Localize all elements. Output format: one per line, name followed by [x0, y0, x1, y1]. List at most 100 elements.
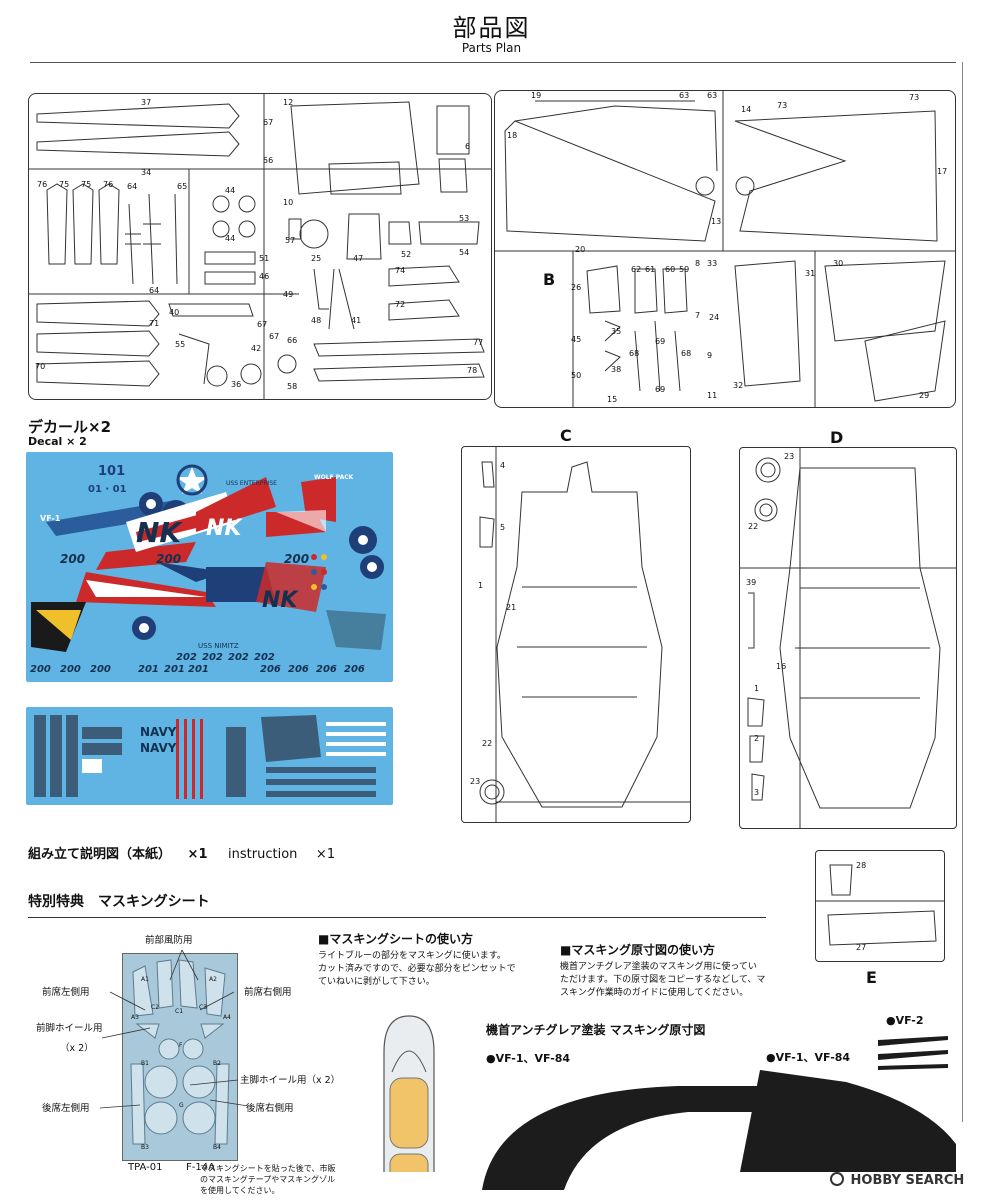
part-46: 46: [259, 272, 270, 281]
template-usage-body: 機首アンチグレア塗装のマスキング用に使ってい ただけます。下の原寸図をコピーする…: [560, 961, 765, 1000]
mask-a2: A2: [209, 976, 217, 983]
title-rule: [30, 62, 956, 63]
bonus-title: 特別特典 マスキングシート: [28, 894, 210, 910]
part-8: 8: [695, 259, 701, 268]
title-en: Parts Plan: [461, 41, 522, 55]
part-c1: 1: [478, 581, 484, 590]
sprue-e-frame: 28 27: [815, 850, 945, 962]
part-56: 56: [263, 156, 274, 165]
part-11: 11: [707, 391, 718, 400]
part-61: 61: [645, 265, 656, 274]
part-51: 51: [259, 254, 270, 263]
variant-left: ●VF-1、VF-84: [486, 1052, 571, 1065]
label-front-canopy: 前部風防用: [145, 935, 193, 946]
part-c23: 23: [470, 777, 481, 786]
decal-202-c: 202: [228, 652, 249, 663]
decal-sheet-1-art: [31, 464, 386, 652]
part-d39: 39: [746, 578, 757, 587]
part-54: 54: [459, 248, 470, 257]
part-67b: 67: [257, 320, 268, 329]
masking-sheet-art: [130, 959, 230, 1145]
part-d2: 2: [754, 734, 760, 743]
sprue-d-drawing: [740, 448, 956, 828]
mask-f: F: [179, 1042, 183, 1049]
sprue-b-frame: 19 63 63 73 73 18 14 17 13 20 26 62 61 6…: [494, 90, 956, 408]
decal-vf1: VF-1: [40, 514, 61, 523]
part-73b: 73: [909, 93, 920, 102]
part-64b: 64: [149, 286, 160, 295]
mask-a1: A1: [141, 976, 149, 983]
part-d16: 16: [776, 662, 787, 671]
watermark-text: HOBBY SEARCH: [850, 1173, 965, 1188]
mask-c2: C2: [151, 1004, 160, 1011]
part-38: 38: [611, 365, 622, 374]
decal-206-c: 206: [316, 664, 337, 675]
instruction-jp-count: ×1: [187, 847, 208, 862]
usage-line-2: カット済みですので、必要な部分をピンセットで: [318, 964, 516, 974]
template-line-2: ただけます。下の原寸図をコピーするなどして、マ: [560, 975, 766, 985]
part-75: 75: [59, 180, 70, 189]
part-10: 10: [283, 198, 294, 207]
after-note-1: マスキングシートを貼った後で、市販: [200, 1164, 336, 1173]
mask-b4: B4: [213, 1144, 221, 1151]
part-45: 45: [571, 335, 582, 344]
decal-sheet-1: 101 01 · 01 VF-1 NK NK NK USS ENTERPRISE…: [26, 452, 393, 682]
part-30: 30: [833, 259, 844, 268]
decal-uss-nimitz: USS NIMITZ: [198, 642, 239, 650]
part-41: 41: [351, 316, 362, 325]
part-74: 74: [395, 266, 406, 275]
part-76b: 76: [103, 180, 114, 189]
after-note: マスキングシートを貼った後で、市販 のマスキングテープやマスキングゾル を使用し…: [200, 1163, 335, 1196]
part-15: 15: [607, 395, 618, 404]
part-63: 63: [679, 91, 690, 100]
part-55: 55: [175, 340, 186, 349]
part-42: 42: [251, 344, 262, 353]
instruction-jp: 組み立て説明図（本紙）: [28, 847, 172, 862]
template-line-3: スキング作業時のガイドに使用してください。: [560, 988, 749, 998]
decal-200-1: 200: [60, 552, 86, 566]
watermark: HOBBY SEARCH: [830, 1172, 964, 1188]
part-76: 76: [37, 180, 48, 189]
masking-leader-lines: [99, 949, 249, 1109]
part-71: 71: [149, 319, 160, 328]
part-48: 48: [311, 316, 322, 325]
vf2-stripes: [878, 1036, 948, 1070]
part-e28: 28: [856, 861, 867, 870]
sprue-c-label: C: [560, 426, 572, 445]
template-line-1: 機首アンチグレア塗装のマスキング用に使ってい: [560, 962, 757, 972]
instruction-en: instruction: [228, 847, 298, 862]
label-nose-wheel-count: （x 2）: [60, 1043, 94, 1054]
part-44: 44: [225, 186, 236, 195]
mask-b3: B3: [141, 1144, 149, 1151]
decal-206-a: 206: [260, 664, 281, 675]
part-d23: 23: [784, 452, 795, 461]
decal-101: 101: [98, 464, 126, 479]
part-69b: 69: [655, 385, 666, 394]
decal-206-d: 206: [344, 664, 365, 675]
decal-uss-ent: USS ENTERPRISE: [226, 480, 277, 487]
part-68b: 68: [681, 349, 692, 358]
mask-b1: B1: [141, 1060, 149, 1067]
sprue-d-frame: 23 22 39 16 1 2 3: [739, 447, 957, 829]
part-14: 14: [741, 105, 752, 114]
label-rear-left: 後席左側用: [42, 1103, 90, 1114]
part-d22: 22: [748, 522, 759, 531]
decal-nk-1: NK: [136, 516, 182, 549]
watermark-icon: [830, 1172, 844, 1186]
part-9: 9: [707, 351, 713, 360]
decal-sheet-2: NAVY NAVY: [26, 707, 393, 805]
part-44b: 44: [225, 234, 236, 243]
part-78: 78: [467, 366, 478, 375]
part-c22: 22: [482, 739, 493, 748]
part-77: 77: [473, 338, 484, 347]
sprue-b-label: B: [543, 270, 556, 289]
part-64: 64: [127, 182, 138, 191]
usage-title: ■マスキングシートの使い方: [318, 932, 473, 946]
after-note-3: を使用してください。: [200, 1186, 280, 1195]
part-49: 49: [283, 290, 294, 299]
part-c5: 5: [500, 523, 506, 532]
part-40: 40: [169, 308, 180, 317]
part-6: 6: [465, 142, 471, 151]
decal-01: 01 · 01: [88, 484, 127, 495]
decal-200-2: 200: [156, 552, 182, 566]
